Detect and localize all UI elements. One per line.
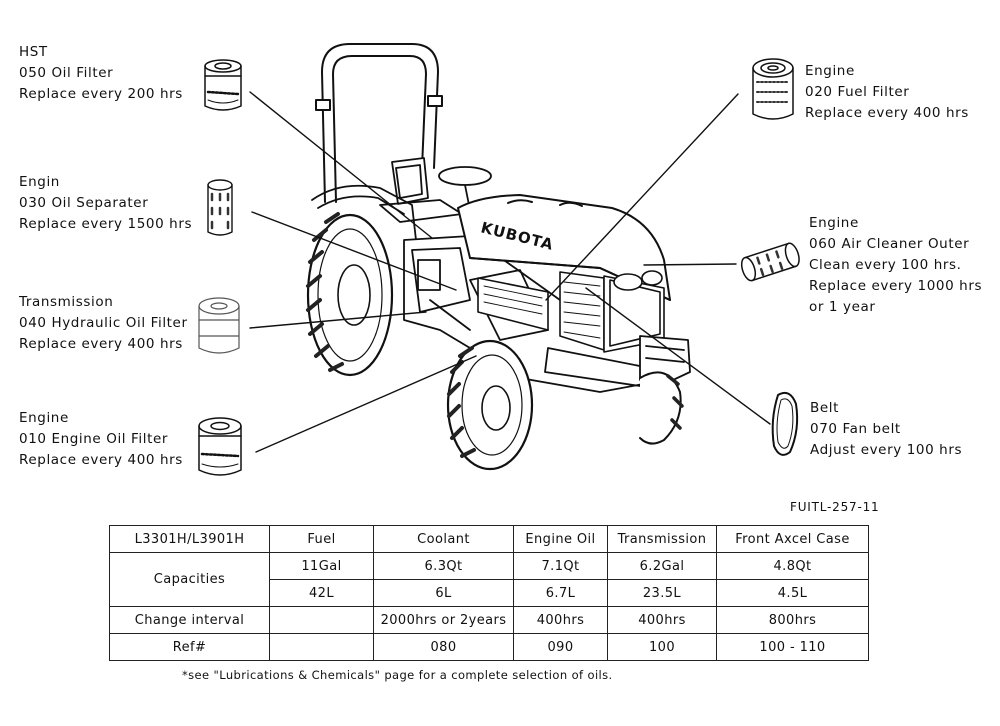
- callout-hydraulic-line-3: Replace every 400 hrs: [19, 336, 183, 352]
- fan-belt-icon: [771, 391, 799, 456]
- table-cell: 400hrs: [607, 606, 717, 634]
- callout-belt-line-2: 070 Fan belt: [810, 421, 901, 437]
- callout-air-line-1: Engine: [809, 215, 859, 231]
- callout-air-line-3: Clean every 100 hrs.: [809, 257, 962, 273]
- callout-separator-line-2: 030 Oil Separater: [19, 195, 149, 211]
- table-cell: 6.2Gal: [607, 552, 717, 580]
- table-row: Capacities 11Gal 6.3Qt 7.1Qt 6.2Gal 4.8Q…: [109, 552, 869, 607]
- table-col-transmission: Transmission: [607, 525, 717, 553]
- hydraulic-oil-filter-icon: [198, 297, 240, 354]
- table-cell: 11Gal: [269, 552, 374, 580]
- callout-fuel-line-3: Replace every 400 hrs: [805, 105, 969, 121]
- table-col-coolant: Coolant: [373, 525, 514, 553]
- capacities-label: Capacities: [109, 552, 270, 607]
- table-cell: 4.5L: [716, 579, 869, 607]
- table-row: Ref# 080 090 100 100 - 110: [109, 633, 869, 661]
- callout-fuel-filter: Engine 020 Fuel Filter Replace every 400…: [805, 61, 969, 124]
- rops-frame: [315, 43, 443, 203]
- callout-fuel-line-1: Engine: [805, 63, 855, 79]
- interval-label: Change interval: [109, 606, 270, 634]
- footnote: *see "Lubrications & Chemicals" page for…: [182, 668, 613, 682]
- table-row: Change interval 2000hrs or 2years 400hrs…: [109, 606, 869, 634]
- callout-hydraulic-line-1: Transmission: [19, 294, 114, 310]
- table-cell: 4.8Qt: [716, 552, 869, 580]
- engine-oil-filter-icon: [198, 417, 242, 476]
- callout-fuel-line-2: 020 Fuel Filter: [805, 84, 910, 100]
- table-cell: 400hrs: [513, 606, 608, 634]
- callout-hst-line-2: 050 Oil Filter: [19, 65, 114, 81]
- table-cell: 090: [513, 633, 608, 661]
- tractor-diagram: KUBOTA: [198, 43, 800, 476]
- table-header-row: L3301H/L3901H Fuel Coolant Engine Oil Tr…: [109, 525, 869, 553]
- callout-engine-oil-line-1: Engine: [19, 410, 69, 426]
- oil-separator-icon: [207, 179, 233, 236]
- callout-hydraulic-oil-filter: Transmission 040 Hydraulic Oil Filter Re…: [19, 292, 188, 355]
- callout-belt-line-3: Adjust every 100 hrs: [810, 442, 963, 458]
- callout-hydraulic-line-2: 040 Hydraulic Oil Filter: [19, 315, 188, 331]
- table-cell: 2000hrs or 2years: [373, 606, 514, 634]
- callout-engine-oil-filter: Engine 010 Engine Oil Filter Replace eve…: [19, 408, 183, 471]
- table-cell: 42L: [269, 579, 374, 607]
- air-cleaner-icon: [740, 242, 800, 282]
- table-cell: [269, 606, 374, 634]
- fuel-filter-icon: [752, 58, 794, 120]
- callout-air-line-5: or 1 year: [809, 299, 876, 315]
- table-cell: 23.5L: [607, 579, 717, 607]
- table-model-cell: L3301H/L3901H: [109, 525, 270, 553]
- callout-fan-belt: Belt 070 Fan belt Adjust every 100 hrs: [810, 398, 962, 461]
- table-cell: 7.1Qt: [513, 552, 608, 580]
- figure-id: FUITL-257-11: [790, 500, 880, 514]
- callout-hst-line-1: HST: [19, 44, 48, 60]
- callout-separator-line-1: Engin: [19, 174, 60, 190]
- callout-hst-oil-filter: HST 050 Oil Filter Replace every 200 hrs: [19, 42, 183, 105]
- table-col-engine-oil: Engine Oil: [513, 525, 608, 553]
- capacities-table: L3301H/L3901H Fuel Coolant Engine Oil Tr…: [109, 525, 869, 661]
- callout-engine-oil-line-2: 010 Engine Oil Filter: [19, 431, 169, 447]
- callout-air-cleaner: Engine 060 Air Cleaner Outer Clean every…: [809, 213, 982, 318]
- table-col-fuel: Fuel: [269, 525, 374, 553]
- hood: KUBOTA: [457, 194, 671, 301]
- front-grille: [477, 270, 665, 353]
- callout-hst-line-3: Replace every 200 hrs: [19, 86, 183, 102]
- table-cell: 800hrs: [716, 606, 869, 634]
- table-cell: 100: [607, 633, 717, 661]
- table-cell: 6L: [373, 579, 514, 607]
- callout-air-line-2: 060 Air Cleaner Outer: [809, 236, 970, 252]
- table-cell: 080: [373, 633, 514, 661]
- front-tire-left: [446, 339, 534, 471]
- callout-air-line-4: Replace every 1000 hrs: [809, 278, 983, 294]
- ref-label: Ref#: [109, 633, 270, 661]
- callout-oil-separator: Engin 030 Oil Separater Replace every 15…: [19, 172, 192, 235]
- table-cell: 100 - 110: [716, 633, 869, 661]
- callout-engine-oil-line-3: Replace every 400 hrs: [19, 452, 183, 468]
- table-col-front-axle: Front Axcel Case: [716, 525, 869, 553]
- callout-belt-line-1: Belt: [810, 400, 840, 416]
- front-tire-right: [639, 371, 684, 445]
- hst-oil-filter-icon: [204, 59, 242, 111]
- leader-lines: [249, 91, 771, 453]
- callout-separator-line-3: Replace every 1500 hrs: [19, 216, 193, 232]
- table-cell: [269, 633, 374, 661]
- table-row: 42L 6L 6.7L 23.5L 4.5L: [110, 579, 869, 607]
- table-cell: 6.3Qt: [373, 552, 514, 580]
- table-cell: 6.7L: [513, 579, 608, 607]
- rear-tire: [306, 212, 394, 377]
- rear-fender: [311, 184, 417, 241]
